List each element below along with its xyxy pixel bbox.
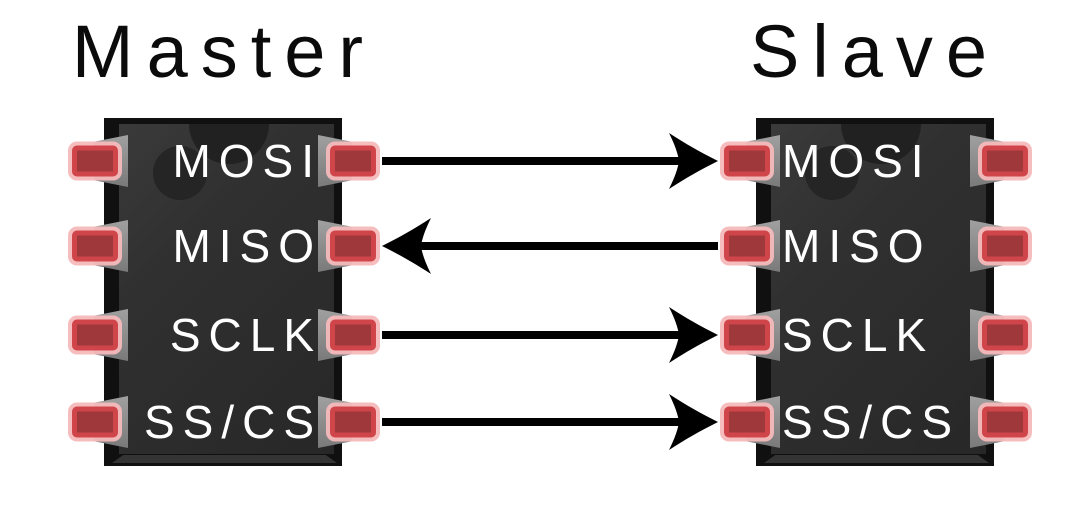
slave-pin-sclk — [720, 307, 780, 363]
chip-bevel — [112, 455, 337, 463]
pin-pad — [724, 319, 770, 351]
slave-pin-mosi — [720, 133, 780, 189]
mosi-arrow-right-icon — [380, 131, 720, 191]
slave-pin-right-4 — [970, 394, 1030, 450]
slave-chip-body — [771, 124, 986, 454]
master-label-mosi: MOSI — [172, 135, 322, 187]
master-pin-miso — [318, 218, 378, 274]
chip-bevel — [764, 455, 989, 463]
master-label-sclk: SCLK — [169, 309, 322, 361]
master-chip-body — [119, 124, 334, 454]
chip-dimple-decoration — [153, 146, 208, 200]
master-pin-sclk — [318, 307, 378, 363]
slave-pin-right-1 — [970, 133, 1030, 189]
pin-pad — [982, 406, 1028, 438]
master-pin-left-2 — [68, 218, 128, 274]
sscs-arrow-right-icon — [380, 392, 720, 452]
slave-pin-right-2 — [970, 218, 1030, 274]
miso-arrow-left-icon — [380, 216, 720, 276]
slave-label-miso: MISO — [782, 220, 932, 272]
slave-pin-right-3 — [970, 307, 1030, 363]
chip-dimple-decoration — [805, 146, 860, 200]
pin-pad — [72, 145, 118, 177]
pin-pad — [330, 145, 376, 177]
pin-pad — [724, 145, 770, 177]
master-pin-mosi — [318, 133, 378, 189]
slave-label-mosi: MOSI — [782, 135, 932, 187]
master-chip: MOSI MISO SCLK SS/CS — [72, 118, 376, 466]
slave-pin-miso — [720, 218, 780, 274]
sclk-arrow-right-icon — [380, 305, 720, 365]
pin-pad — [724, 406, 770, 438]
pin-pad — [330, 230, 376, 262]
slave-label-sscs: SS/CS — [782, 396, 961, 448]
slave-pin-sscs — [720, 394, 780, 450]
pin-pad — [982, 145, 1028, 177]
master-pin-sscs — [318, 394, 378, 450]
pin-pad — [72, 319, 118, 351]
master-pin-left-3 — [68, 307, 128, 363]
master-title: Master — [71, 10, 377, 93]
pin-pad — [330, 406, 376, 438]
slave-title: Slave — [749, 10, 1001, 93]
pin-pad — [330, 319, 376, 351]
pin-pad — [724, 230, 770, 262]
master-pin-left-4 — [68, 394, 128, 450]
pin-pad — [72, 406, 118, 438]
master-pin-left-1 — [68, 133, 128, 189]
pin-pad — [982, 230, 1028, 262]
pin-pad — [72, 230, 118, 262]
master-label-sscs: SS/CS — [143, 396, 322, 448]
slave-chip: MOSI MISO SCLK SS/CS — [724, 118, 1028, 466]
pin-pad — [982, 319, 1028, 351]
slave-label-sclk: SCLK — [782, 309, 935, 361]
master-label-miso: MISO — [172, 220, 322, 272]
